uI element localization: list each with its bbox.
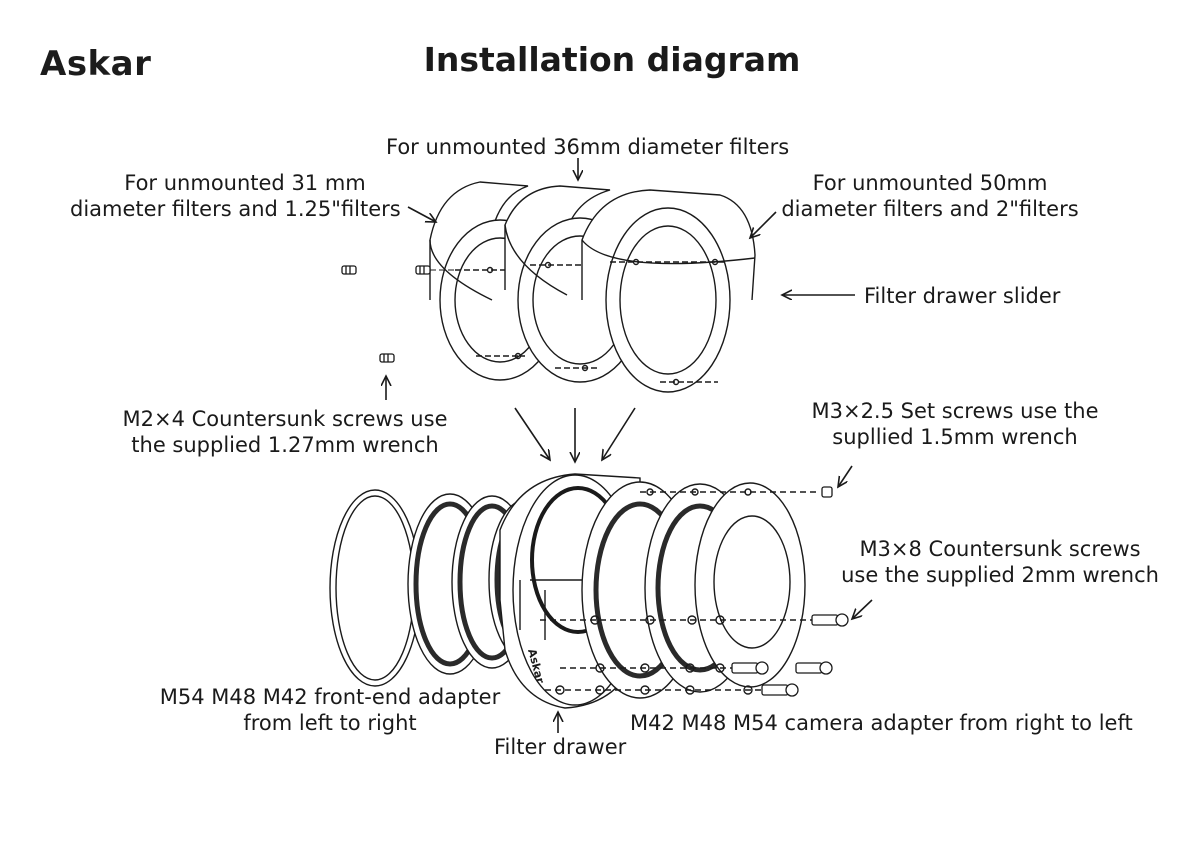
label-36mm-filters: For unmounted 36mm diameter filters (386, 135, 790, 159)
label-31mm-line2: diameter filters and 1.25"filters (70, 197, 401, 221)
camera-adapters (581, 481, 806, 699)
arrow-assembly-right (602, 407, 636, 460)
screw-3 (379, 353, 395, 363)
screw-b (731, 661, 769, 675)
label-front-end-adapter: M54 M48 M42 front-end adapter from left … (150, 684, 510, 736)
label-31mm-filters: For unmounted 31 mm diameter filters and… (70, 170, 401, 222)
screw-2 (415, 265, 431, 275)
label-m2x4-screws: M2×4 Countersunk screws use the supplied… (100, 406, 470, 458)
label-m3x2.5-set-screws: M3×2.5 Set screws use the supllied 1.5mm… (800, 398, 1110, 450)
m3x2.5-set-screw (821, 486, 833, 498)
arrow-m3-set (838, 465, 853, 487)
label-31mm-line1: For unmounted 31 mm (124, 171, 366, 195)
callout-arrows (386, 158, 873, 733)
front-o-ring (329, 489, 421, 687)
arrow-m3-countersunk (852, 599, 873, 619)
label-50mm-line2: diameter filters and 2"filters (781, 197, 1079, 221)
m2x4-countersunk-screws (341, 265, 431, 363)
screw-d (761, 683, 799, 697)
m3x8-countersunk-screws (731, 613, 849, 697)
label-m2x4-line1: M2×4 Countersunk screws use (122, 407, 448, 431)
label-camera-adapter: M42 M48 M54 camera adapter from right to… (630, 711, 1133, 735)
arrow-assembly-left (514, 407, 550, 460)
label-50mm-line1: For unmounted 50mm (812, 171, 1048, 195)
label-m3set-line1: M3×2.5 Set screws use the (811, 399, 1099, 423)
label-filter-drawer: Filter drawer (494, 735, 627, 759)
arrow-50mm (750, 211, 777, 238)
label-front-line2: from left to right (243, 711, 417, 735)
label-m3set-line2: supllied 1.5mm wrench (832, 425, 1078, 449)
filter-drawer-slider-group (429, 181, 756, 393)
screw-a (811, 613, 849, 627)
label-50mm-filters: For unmounted 50mm diameter filters and … (780, 170, 1080, 222)
adapter-train-group (329, 473, 820, 709)
screw-c (795, 661, 833, 675)
page-title: Installation diagram (423, 40, 801, 79)
label-m3cs-line2: use the supplied 2mm wrench (841, 563, 1159, 587)
label-front-line1: M54 M48 M42 front-end adapter (159, 685, 501, 709)
label-m2x4-line2: the supplied 1.27mm wrench (131, 433, 439, 457)
label-filter-drawer-slider: Filter drawer slider (864, 284, 1061, 308)
label-m3cs-line1: M3×8 Countersunk screws (859, 537, 1141, 561)
arrow-31mm (407, 206, 436, 222)
label-m3x8-countersunk-screws: M3×8 Countersunk screws use the supplied… (835, 536, 1165, 588)
askar-logo: Askar (40, 44, 152, 84)
slider-50mm (581, 189, 756, 393)
screw-1 (341, 265, 357, 275)
